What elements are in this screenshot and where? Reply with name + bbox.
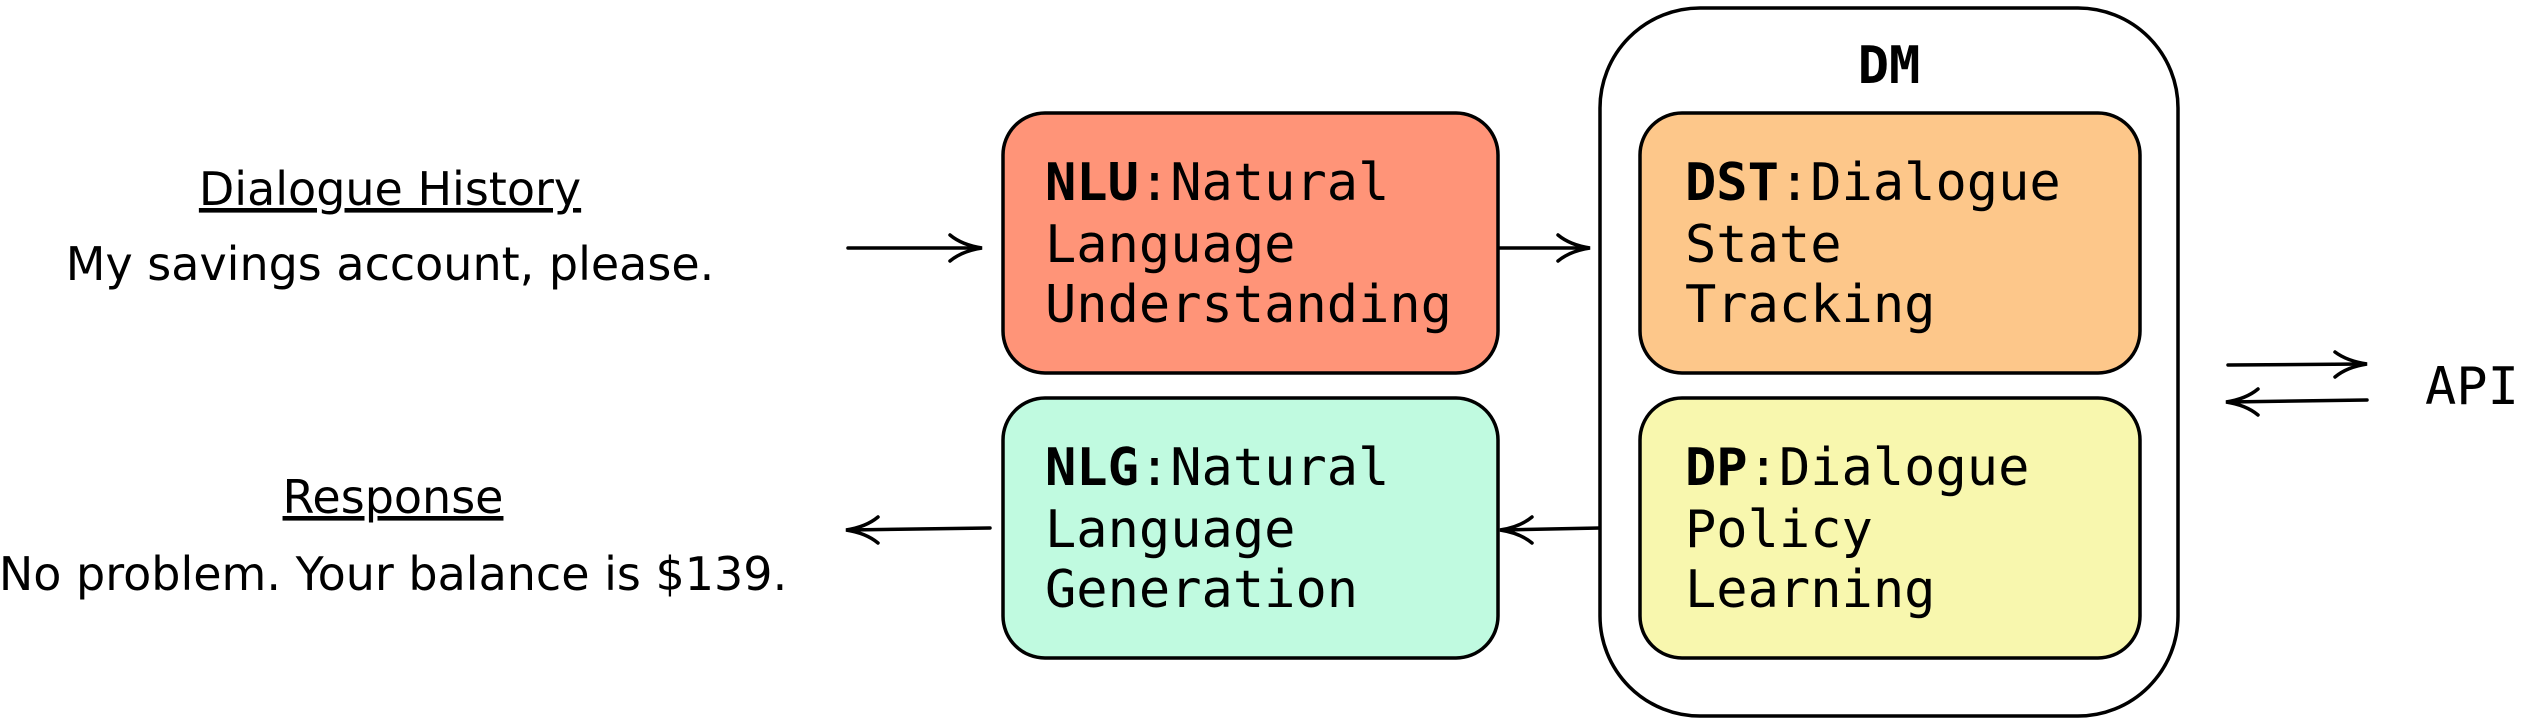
dm-container: DM DST:Dialogue State Tracking DP:Dialog… — [1598, 6, 2180, 718]
response-heading: Response — [283, 470, 504, 524]
dp-line-3: Learning — [1685, 560, 1935, 620]
nlg-abbr: NLG — [1045, 438, 1139, 498]
arrow-nlg-to-response — [845, 515, 992, 545]
nlu-abbr: NLU — [1045, 153, 1139, 213]
dialogue-history-text: My savings account, please. — [66, 237, 715, 291]
nlg-box: NLG:Natural Language Generation — [1001, 396, 1500, 660]
nlu-word-1: Natural — [1170, 153, 1389, 213]
dst-box-bg — [1638, 111, 2142, 375]
dp-word-1: Dialogue — [1779, 438, 2029, 498]
api-label: API — [2425, 357, 2519, 417]
nlu-line-3: Understanding — [1045, 275, 1452, 335]
arrow-dm-to-api — [2226, 350, 2368, 379]
arrow-nlu-to-dm — [1496, 233, 1591, 263]
nlu-box-bg — [1001, 111, 1500, 375]
dp-box: DP:Dialogue Policy Learning — [1638, 396, 2142, 660]
dp-line-2: Policy — [1685, 500, 1873, 560]
arrows — [845, 233, 2369, 545]
nlu-colon: : — [1139, 153, 1170, 213]
response-group: Response No problem. Your balance is $13… — [0, 470, 787, 601]
dst-word-1: Dialogue — [1810, 153, 2060, 213]
dst-line-1: DST:Dialogue — [1685, 153, 2061, 213]
nlu-line-1: NLU:Natural — [1045, 153, 1389, 213]
dp-box-bg — [1638, 396, 2142, 660]
dp-abbr: DP — [1685, 438, 1748, 498]
dst-box: DST:Dialogue State Tracking — [1638, 111, 2142, 375]
nlg-box-bg — [1001, 396, 1500, 660]
arrow-api-to-dm — [2225, 387, 2369, 417]
dst-colon: : — [1779, 153, 1810, 213]
response-text: No problem. Your balance is $139. — [0, 547, 787, 601]
nlg-line-1: NLG:Natural — [1045, 438, 1389, 498]
dst-line-2: State — [1685, 215, 1842, 275]
dialogue-history-heading: Dialogue History — [199, 162, 581, 216]
nlu-line-2: Language — [1045, 215, 1295, 275]
nlg-colon: : — [1139, 438, 1170, 498]
dst-line-3: Tracking — [1685, 275, 1935, 335]
dst-abbr: DST — [1685, 153, 1779, 213]
arrow-dm-to-nlg — [1499, 515, 1602, 545]
nlg-word-1: Natural — [1170, 438, 1389, 498]
dialogue-history-group: Dialogue History My savings account, ple… — [66, 162, 715, 291]
nlu-box: NLU:Natural Language Understanding — [1001, 111, 1500, 375]
dp-line-1: DP:Dialogue — [1685, 438, 2029, 498]
dp-colon: : — [1748, 438, 1779, 498]
arrow-history-to-nlu — [846, 233, 983, 263]
dm-label: DM — [1858, 36, 1921, 96]
nlg-line-3: Generation — [1045, 560, 1358, 620]
nlg-line-2: Language — [1045, 500, 1295, 560]
